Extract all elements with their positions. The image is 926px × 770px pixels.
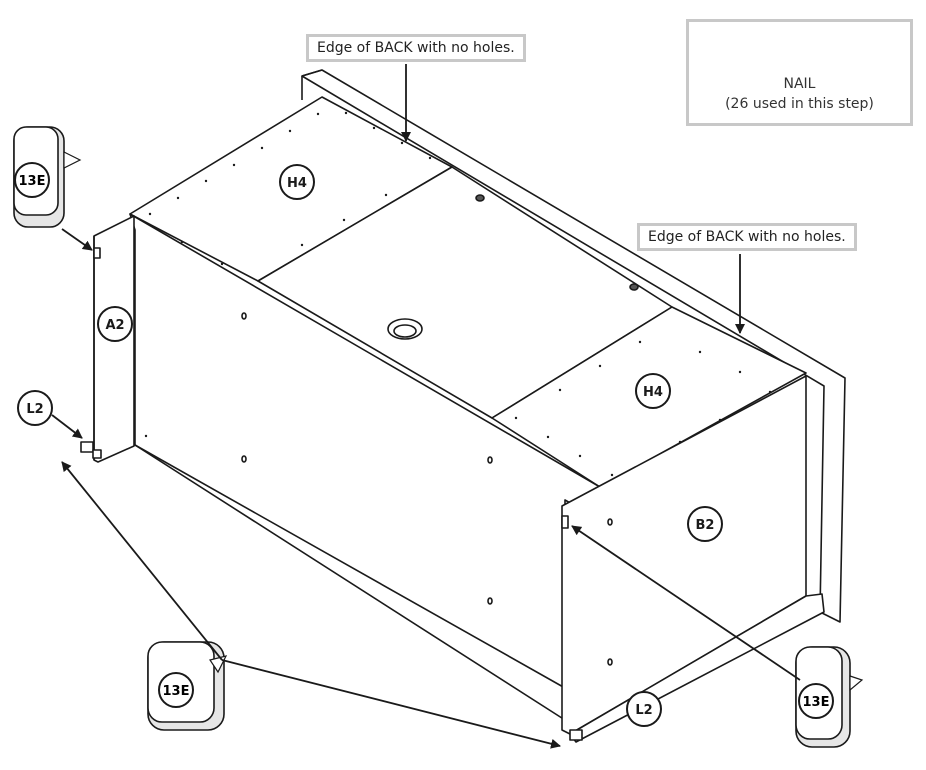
label-a2: A2 — [97, 306, 133, 342]
hardware-legend: NAIL (26 used in this step) — [686, 19, 913, 126]
svg-text:H4: H4 — [643, 385, 663, 400]
callout-back-edge-right: Edge of BACK with no holes. — [637, 223, 857, 251]
svg-text:A2: A2 — [105, 318, 124, 333]
pointer-arrows — [51, 64, 801, 749]
back-panel — [301, 69, 846, 623]
svg-text:L2: L2 — [635, 703, 652, 718]
bumper-pad-bottom-left: 13E — [147, 641, 228, 731]
callout-back-edge-top: Edge of BACK with no holes. — [306, 34, 526, 62]
label-l2-left: L2 — [17, 390, 53, 426]
label-h4-right: H4 — [635, 373, 671, 409]
label-h4-left: H4 — [279, 164, 315, 200]
bumper-pad-top-left: 13E — [13, 126, 82, 228]
bumper-pad-right: 13E — [795, 646, 864, 748]
svg-text:13E: 13E — [19, 174, 46, 189]
nail-hole-dots — [144, 111, 772, 477]
label-b2: B2 — [687, 506, 723, 542]
svg-text:B2: B2 — [696, 518, 715, 533]
svg-text:13E: 13E — [803, 695, 830, 710]
legend-part-name: NAIL — [783, 76, 816, 92]
svg-text:L2: L2 — [26, 402, 43, 417]
svg-text:13E: 13E — [163, 684, 190, 699]
legend-quantity-note: (26 used in this step) — [725, 96, 874, 112]
svg-text:H4: H4 — [287, 176, 307, 191]
label-l2-right: L2 — [626, 691, 662, 727]
